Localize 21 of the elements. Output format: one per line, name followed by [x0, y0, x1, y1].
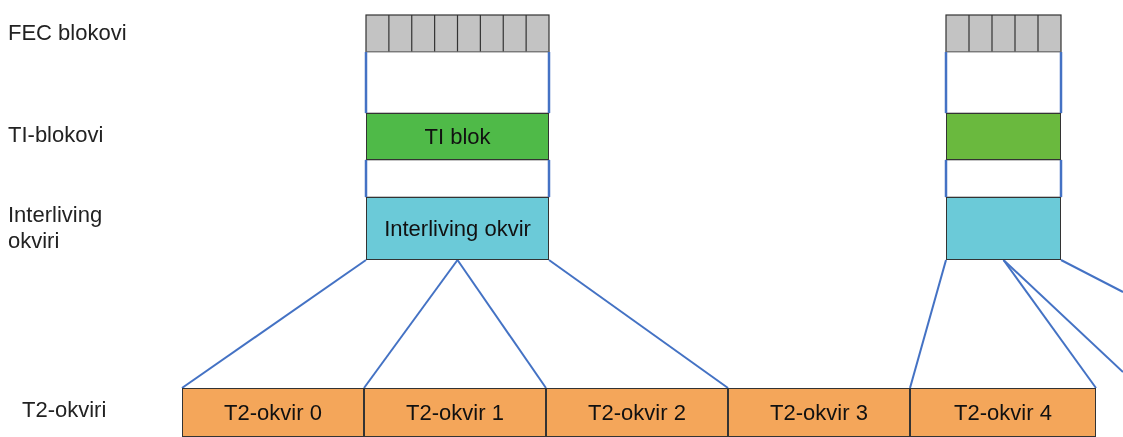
connector-line: [456, 259, 547, 389]
interleaving-frame: [946, 197, 1061, 260]
connector-line: [1002, 259, 1097, 389]
connector-line: [548, 259, 729, 389]
t2-frame: T2-okvir 1: [364, 388, 546, 437]
t2-frame: T2-okvir 2: [546, 388, 728, 437]
connector-line: [181, 259, 367, 389]
t2-frame: T2-okvir 0: [182, 388, 364, 437]
row-label: T2-okviri: [22, 397, 108, 423]
ti-block: TI blok: [366, 113, 549, 160]
ti-block: [946, 113, 1061, 160]
connector-line: [1002, 259, 1123, 373]
row-label: FEC blokovi: [8, 20, 128, 46]
connector-line: [1060, 259, 1123, 293]
connector-line: [363, 259, 459, 389]
row-label: Interliving okviri: [8, 202, 104, 254]
connector-line: [909, 259, 947, 389]
t2-frame: T2-okvir 4: [910, 388, 1096, 437]
row-label: TI-blokovi: [8, 122, 105, 148]
interleaving-frame: Interliving okvir: [366, 197, 549, 260]
t2-frame: T2-okvir 3: [728, 388, 910, 437]
